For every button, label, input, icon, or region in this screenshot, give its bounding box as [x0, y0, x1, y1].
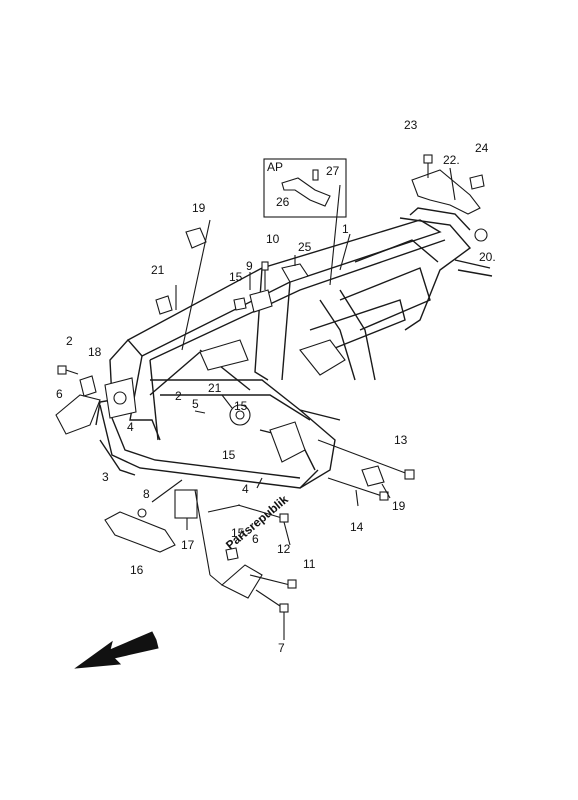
callout-labels: 1 2 2 3 4 4 5 6 6 7 8 9 10 11 12 13 14 1… [56, 118, 496, 655]
callout-10: 10 [266, 232, 280, 246]
main-frame [95, 207, 472, 489]
callout-8: 8 [143, 487, 150, 501]
bolt-11-part [249, 574, 297, 589]
rear-bracket-part [411, 169, 481, 215]
callout-6b: 6 [252, 532, 259, 546]
bolt-7-part [255, 589, 289, 613]
callout-26: 26 [276, 195, 290, 209]
callout-18: 18 [88, 345, 102, 359]
callout-15c: 15 [222, 448, 236, 462]
callout-4a: 4 [127, 420, 134, 434]
bolt-23-part [423, 154, 433, 178]
bolt-14-part [327, 477, 389, 501]
engine-bracket-6-left-part [55, 394, 101, 435]
callout-9: 9 [246, 259, 253, 273]
callout-23: 23 [404, 118, 418, 132]
callout-19a: 19 [192, 201, 206, 215]
callout-1: 1 [342, 222, 349, 236]
collar-19-top-part [185, 227, 207, 249]
collar-18-part [79, 375, 97, 397]
callout-15a: 15 [229, 270, 243, 284]
grommet-20-part [474, 228, 488, 242]
callout-27: 27 [326, 164, 340, 178]
callout-6a: 6 [56, 387, 63, 401]
callout-3: 3 [102, 470, 109, 484]
plate-25-part [281, 263, 309, 283]
rubber-21-part [155, 295, 173, 315]
inset-box-ap: AP [263, 158, 347, 218]
nut-8-part [137, 508, 147, 518]
callout-2a: 2 [66, 334, 73, 348]
callout-4b: 4 [242, 482, 249, 496]
inset-label: AP [267, 160, 283, 174]
nut-15-low-part [225, 547, 239, 561]
plate-16-part [104, 511, 176, 553]
bolt-2-left-part [57, 365, 79, 375]
bolt-13-part [317, 439, 415, 480]
callout-22: 22. [443, 153, 460, 167]
collar-19-low-part [361, 465, 385, 487]
callout-5: 5 [192, 397, 199, 411]
callout-21a: 21 [151, 263, 165, 277]
callout-12: 12 [277, 542, 291, 556]
bracket-9-part [249, 261, 273, 313]
arrow-left-down-icon [74, 631, 159, 669]
callout-20: 20. [479, 250, 496, 264]
callout-7: 7 [278, 641, 285, 655]
rear-rail-ends [454, 259, 493, 277]
callout-14: 14 [350, 520, 364, 534]
damper-24-part [469, 174, 485, 190]
callout-24: 24 [475, 141, 489, 155]
callout-15b: 15 [234, 399, 248, 413]
callout-11: 11 [303, 557, 316, 571]
callout-25: 25 [298, 240, 312, 254]
callout-17: 17 [181, 538, 195, 552]
callout-13: 13 [394, 433, 408, 447]
callout-16: 16 [130, 563, 144, 577]
leader-lines [151, 167, 456, 640]
callout-21b: 21 [208, 381, 222, 395]
engine-bracket-6-right-part [221, 564, 263, 599]
callout-19b: 19 [392, 499, 406, 513]
callout-15d: 15 [231, 526, 245, 540]
callout-2b: 2 [175, 389, 182, 403]
plate-17-part [174, 489, 198, 519]
nut-15-top-part [233, 297, 247, 311]
